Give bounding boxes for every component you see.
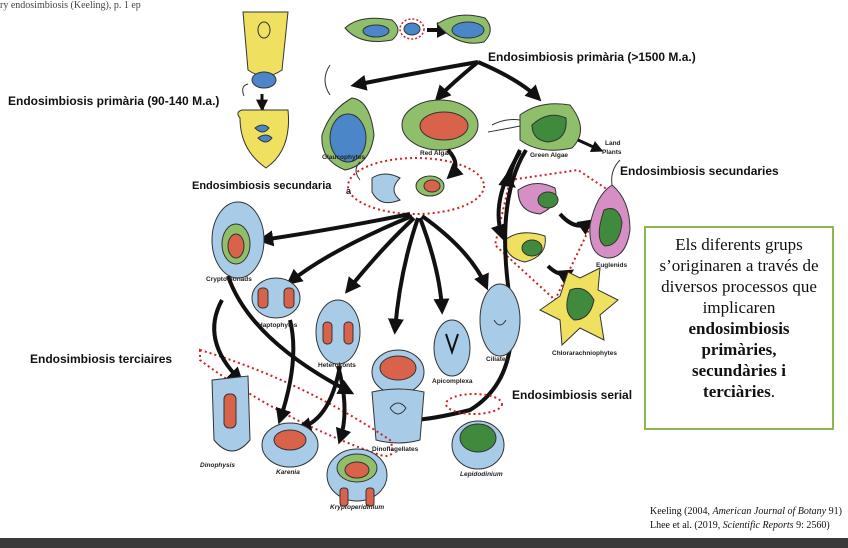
dinoflagellate-cell: [371, 349, 425, 444]
org-chlorarachniophytes: Chlorarachniophytes: [552, 350, 618, 357]
textbox-bold: endosimbiosis: [688, 319, 790, 338]
label-secundaries: Endosimbiosis secundaries: [620, 164, 779, 178]
glaucophyte-cell: [321, 64, 375, 171]
label-primaria-main: Endosimbiosis primària (>1500 M.a.): [488, 50, 696, 64]
secondary-red-branches: [257, 148, 528, 428]
chlorarachniophyte-cell: [539, 267, 619, 347]
label-secundaria: Endosimbiosis secundaria: [192, 180, 332, 192]
label-a-marker: a: [346, 186, 352, 196]
euglenid-cell: [589, 159, 631, 259]
org-land-plants-2: Plants: [602, 149, 622, 156]
paulinella-cells: [237, 11, 290, 169]
summary-textbox: Els diferents grups s’originaren a travé…: [644, 226, 834, 430]
secondary-green-events: [504, 183, 559, 263]
citation-lhee: Lhee et al. (2019, Scientific Reports 9:…: [650, 520, 830, 531]
textbox-line: diversos processos que: [661, 277, 817, 296]
org-heterokonts: Heterokonts: [318, 362, 356, 369]
label-terciaires: Endosimbiosis terciaires: [30, 352, 173, 366]
karenia-cell: [261, 422, 319, 468]
org-kryptoperidinium: Kryptoperidinium: [330, 504, 385, 511]
primary-branches: [350, 60, 542, 102]
org-apicomplexa: Apicomplexa: [432, 378, 473, 385]
label-primaria-old: Endosimbiosis primària (90-140 M.a.): [8, 94, 220, 108]
bottom-bar: [0, 538, 848, 548]
textbox-bold: terciàries: [703, 382, 771, 401]
primary-event-cells: [344, 14, 491, 44]
org-haptophytes: Haptophytes: [258, 322, 298, 329]
org-red-algae: Red Algae: [420, 150, 452, 157]
org-glaucophytes: Glaucophytes: [322, 154, 365, 161]
textbox-line: Els diferents grups: [675, 235, 803, 254]
red-algae-cell: [401, 99, 479, 151]
dinophysis-cell: [211, 375, 251, 452]
textbox-line: implicaren: [702, 298, 776, 317]
label-serial: Endosimbiosis serial: [512, 388, 633, 402]
textbox-period: .: [770, 382, 775, 401]
cryptomonad-cell: [211, 201, 265, 279]
secondary-red-event: [355, 161, 445, 204]
heterokont-cell: [315, 299, 361, 365]
textbox-bold: primàries,: [701, 340, 777, 359]
org-dinophysis: Dinophysis: [200, 462, 236, 469]
textbox-line: s’originaren a través de: [659, 256, 819, 275]
top-cropped-text: ry endosimbiosis (Keeling), p. 1 ep: [0, 0, 141, 11]
green-algae-cell: [487, 103, 581, 151]
tertiary-arrows: [212, 275, 355, 445]
textbox-bold: secundàries i: [692, 361, 786, 380]
org-euglenids: Euglenids: [596, 262, 628, 269]
org-dinoflagellates: Dinoflagellates: [372, 446, 419, 453]
org-land-plants-1: Land: [605, 140, 621, 147]
org-lepidodinium: Lepidodinium: [460, 471, 503, 478]
ciliate-cell: [479, 283, 521, 357]
apicomplexa-cell: [433, 319, 471, 377]
org-karenia: Karenia: [276, 469, 300, 476]
haptophyte-cell: [251, 277, 301, 319]
lepidodinium-cell: [451, 420, 505, 470]
citation-keeling: Keeling (2004, American Journal of Botan…: [650, 506, 842, 517]
org-green-algae: Green Algae: [530, 152, 569, 159]
org-cryptomonads: Cryptomonads: [206, 276, 252, 283]
kryptoperidinium-cell: [326, 448, 388, 507]
org-ciliates: Ciliates: [486, 356, 510, 363]
